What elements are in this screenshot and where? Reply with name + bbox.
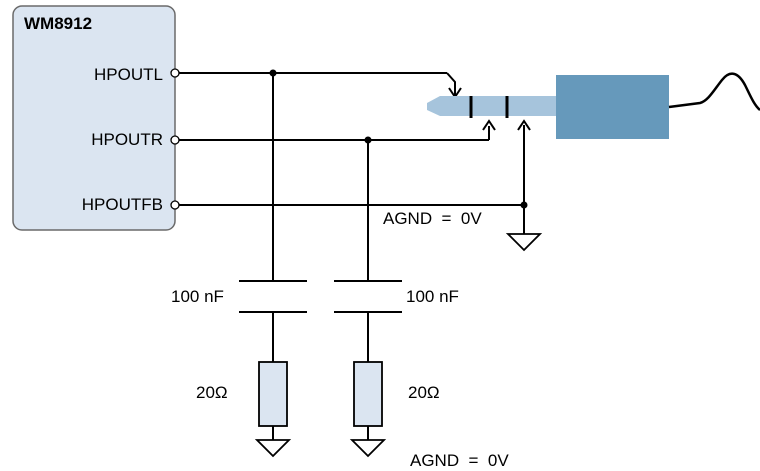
pin-label-hpoutfb: HPOUTFB [82,195,163,214]
headphone-plug [427,72,760,139]
capacitor-right [334,280,402,313]
sleeve-contact-arrow [517,119,531,131]
pin-hpoutr [170,135,180,145]
wire-hpoutl-contact [446,72,456,96]
pin-hpoutl [170,68,180,78]
ground-symbol-right [349,439,387,458]
resistor-right [353,361,383,427]
chip-name: WM8912 [24,14,92,33]
junction-dot-right [364,136,372,144]
capacitor-right-label: 100 nF [406,287,459,306]
resistor-right-label: 20Ω [408,383,440,402]
capacitor-left [239,280,307,313]
junction-dot-ground [520,201,528,209]
ground-symbol-jack [505,233,543,252]
wires [179,72,531,440]
plug-tip [427,96,556,116]
pin-label-hpoutl: HPOUTL [94,65,163,84]
agnd-label-lower: AGND = 0V [410,451,509,470]
pin-hpoutfb [170,200,180,210]
headphone-cable [668,72,760,111]
ground-symbol-left [254,439,292,458]
resistor-left [258,361,288,427]
capacitor-left-label: 100 nF [171,287,224,306]
plug-body [556,75,669,139]
resistor-left-label: 20Ω [196,383,228,402]
chip-block [12,5,176,231]
agnd-label-upper: AGND = 0V [383,209,482,228]
junction-dot-left [269,69,277,77]
pin-label-hpoutr: HPOUTR [91,130,163,149]
ring-contact-arrow [482,119,496,131]
